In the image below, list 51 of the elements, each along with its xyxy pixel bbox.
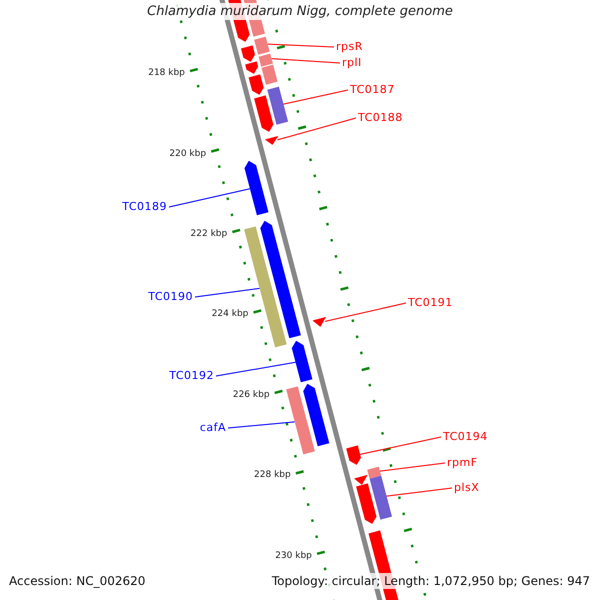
leader-line [386, 488, 452, 497]
gene-bar [286, 386, 315, 454]
gene-label: rplI [342, 55, 362, 71]
gene-marker [264, 136, 278, 145]
gene-bar [370, 476, 392, 520]
gene-feature [292, 340, 312, 382]
gene-label: plsX [454, 480, 480, 496]
leader-line [271, 58, 340, 64]
scale-label: 222 kbp [190, 228, 228, 240]
scale-label: 230 kbp [275, 550, 312, 562]
leader-line [276, 118, 356, 140]
gene-label: TC0188 [358, 110, 403, 126]
scale-label: 224 kbp [212, 308, 248, 320]
leader-line [194, 288, 260, 298]
leader-line [216, 362, 296, 376]
scale-label: 218 kbp [148, 67, 185, 80]
gene-bar [254, 36, 270, 55]
gene-label: TC0192 [169, 368, 214, 384]
scale-label: 220 kbp [169, 148, 206, 160]
gene-feature [346, 445, 361, 465]
leader-line [324, 302, 406, 322]
leader-line [168, 188, 250, 208]
gene-feature [260, 220, 301, 338]
gene-label: TC0189 [122, 199, 167, 215]
gene-bar [258, 54, 273, 67]
gene-feature [245, 61, 258, 74]
gene-bar [267, 86, 288, 125]
gene-label: TC0190 [148, 289, 193, 305]
gene-marker [312, 316, 326, 327]
gene-label: TC0194 [443, 429, 488, 445]
gene-label: cafA [200, 420, 226, 436]
scale-label: 228 kbp [254, 469, 291, 482]
gene-label: rpsR [336, 39, 363, 55]
leader-line [283, 90, 348, 105]
leader-line [228, 421, 296, 428]
accession-text: Accession: NC_002620 [9, 573, 146, 589]
leader-line [360, 436, 442, 455]
gene-marker [354, 474, 368, 485]
scale-label: 226 kbp [232, 388, 270, 401]
gene-feature [244, 160, 268, 216]
leader-line [267, 44, 334, 48]
gene-bar [262, 64, 278, 85]
leader-line [380, 462, 446, 472]
gene-feature [303, 384, 330, 446]
gene-label: TC0187 [350, 82, 395, 98]
gene-feature [248, 74, 264, 95]
gene-label: TC0191 [408, 295, 453, 311]
gene-bar [367, 466, 382, 479]
gene-label: rpmF [447, 455, 478, 471]
gene-feature [241, 45, 255, 62]
genome-info-text: Topology: circular; Length: 1,072,950 bp; Genes: 947 [272, 573, 590, 589]
